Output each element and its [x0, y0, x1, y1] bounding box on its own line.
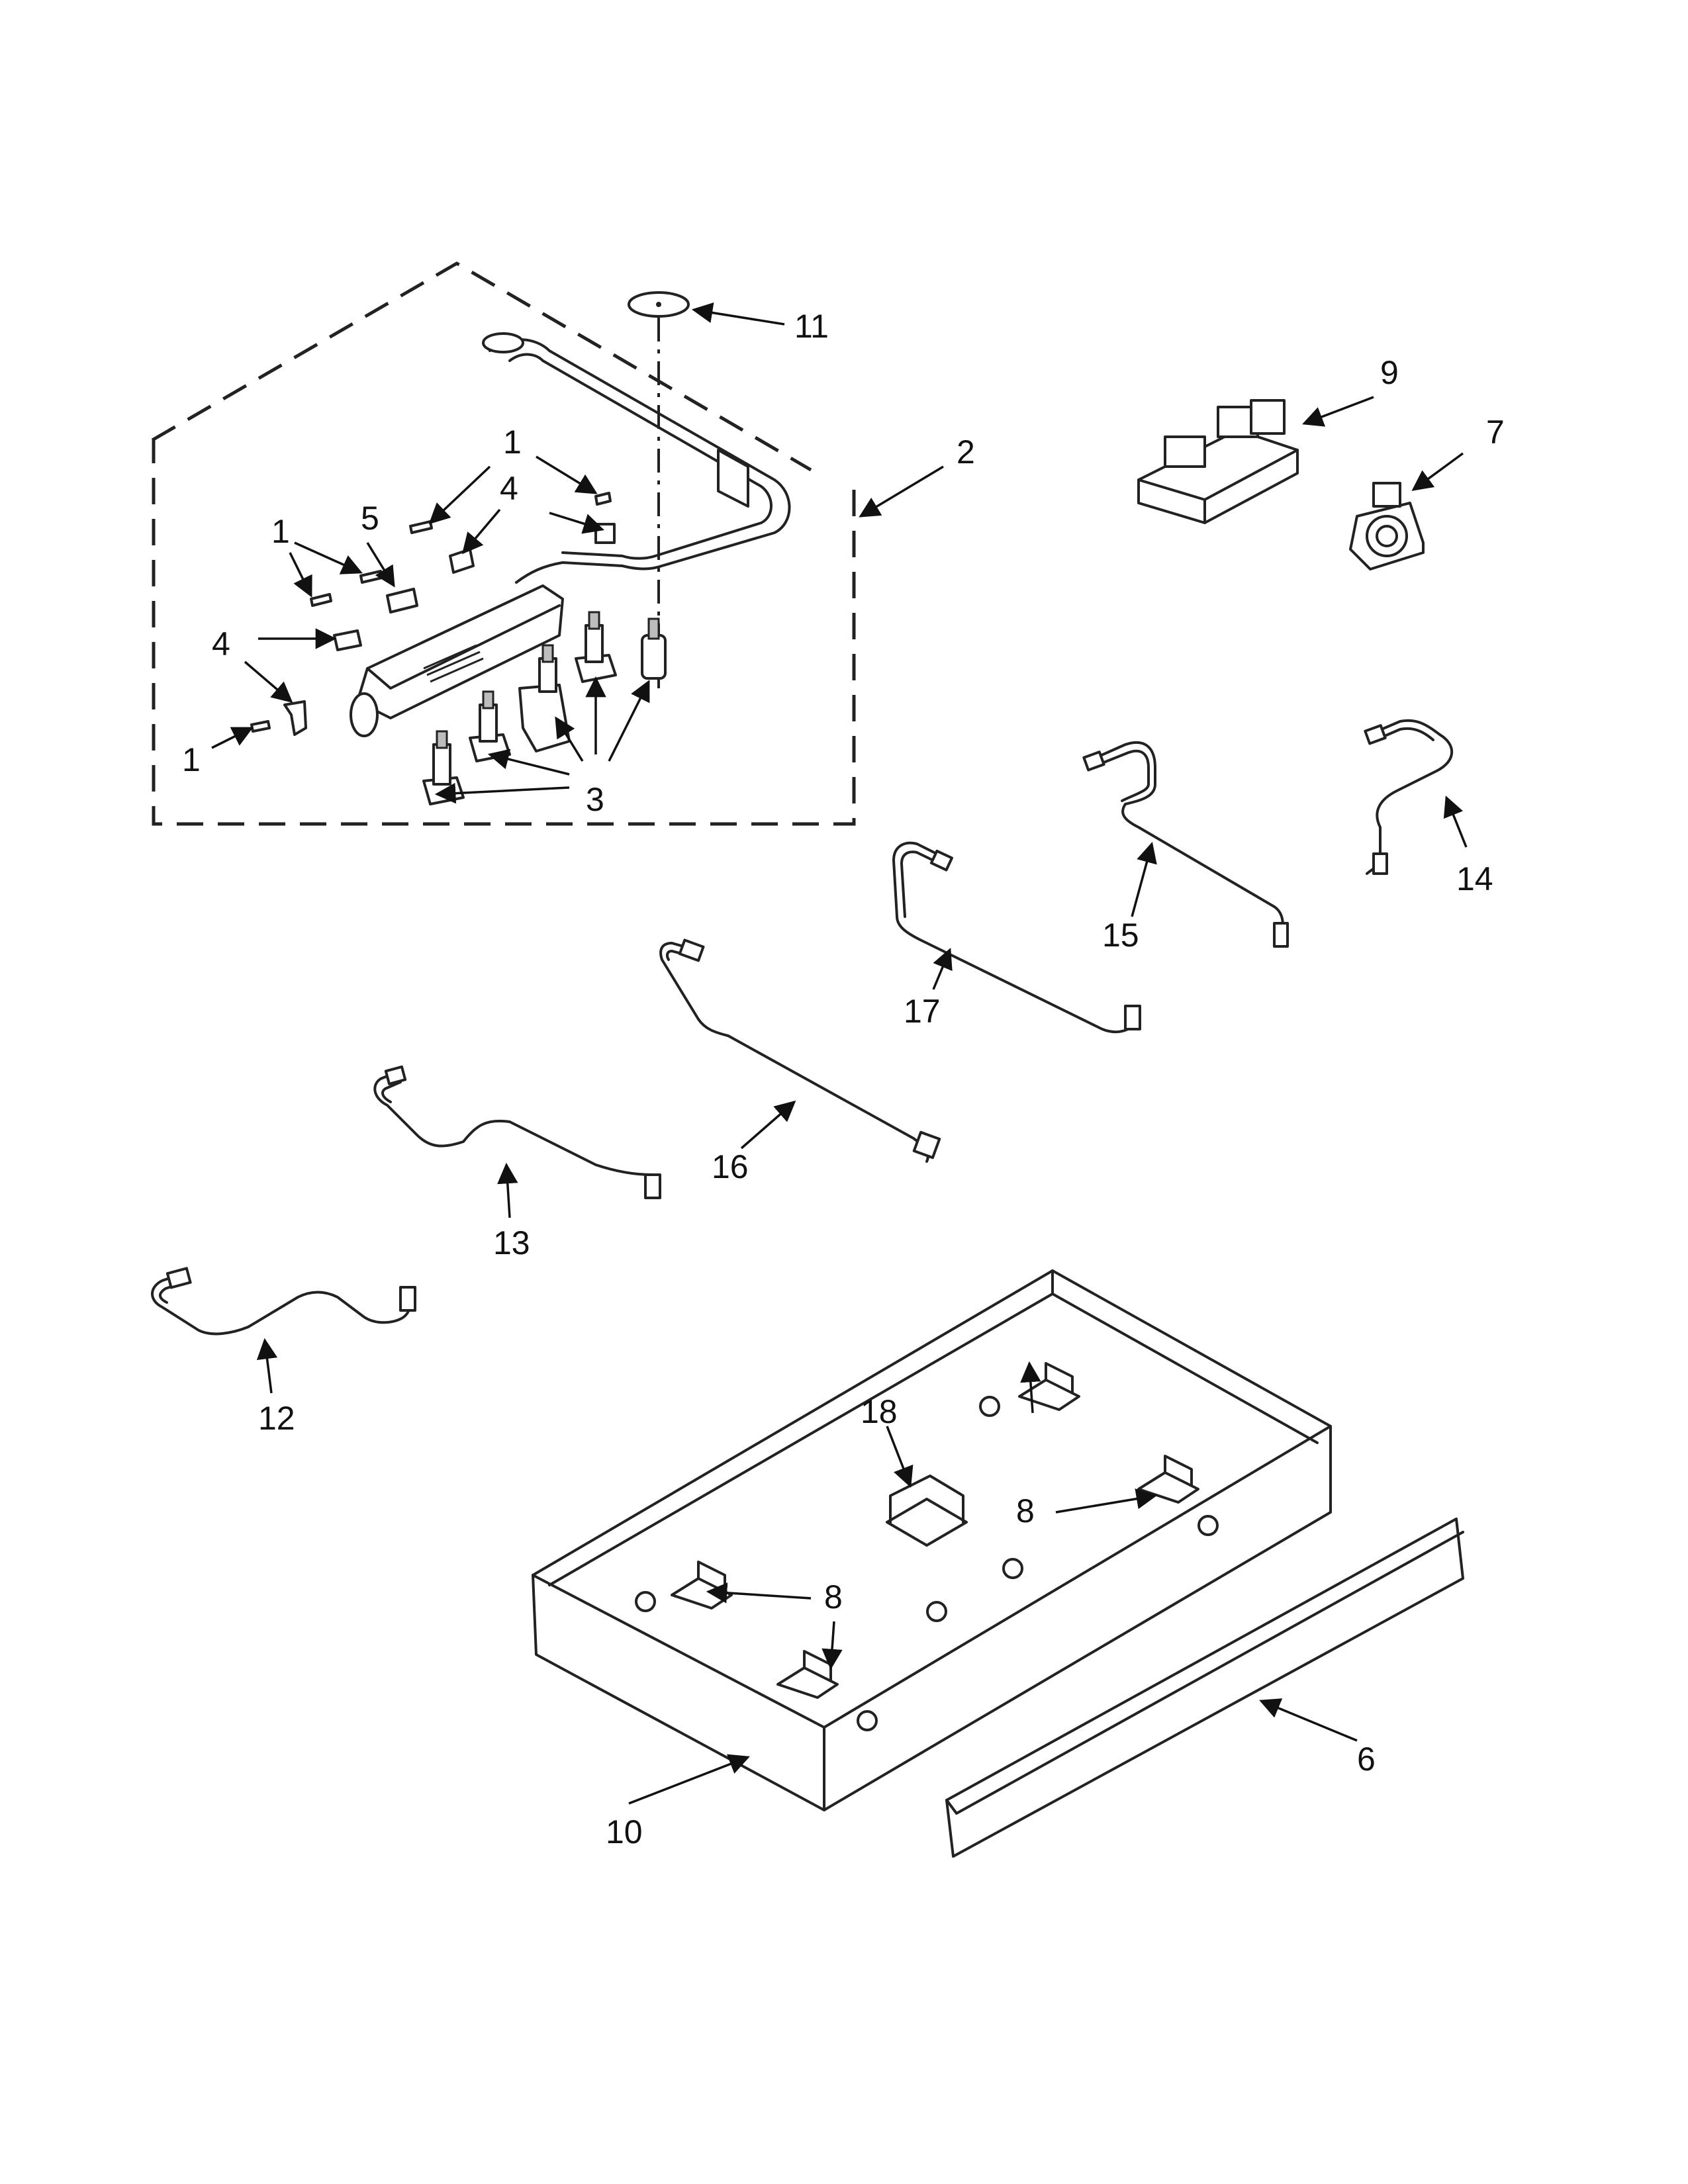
clip-4b [333, 629, 362, 651]
callout-3: 3 [586, 781, 604, 818]
callout-14: 14 [1456, 860, 1493, 897]
callout-8: 8 [824, 1578, 843, 1615]
screw-1c [310, 593, 332, 607]
center-bracket-18 [886, 1475, 968, 1547]
burner-bracket-8b [1137, 1455, 1199, 1504]
gas-tube-14 [1364, 719, 1468, 875]
callout-18: 18 [861, 1393, 898, 1430]
clip-4d [594, 523, 616, 544]
clip-5 [386, 588, 418, 614]
callout-9: 9 [1380, 354, 1399, 391]
callout-4: 4 [212, 625, 230, 662]
gas-tube-16 [659, 938, 941, 1163]
callout-1: 1 [271, 513, 290, 550]
callout-4: 4 [500, 470, 518, 507]
burner-bracket-8a [1018, 1362, 1080, 1411]
burner-valve-5 [641, 617, 667, 680]
front-trim-panel [945, 1518, 1464, 1858]
screw-1e [250, 720, 271, 733]
burner-valve-3-center [518, 644, 571, 752]
callout-5: 5 [361, 500, 379, 537]
gas-tube-17 [892, 841, 1141, 1034]
callout-1: 1 [503, 424, 522, 461]
callout-1: 1 [182, 741, 201, 778]
callout-11: 11 [794, 308, 829, 345]
burner-valve-4 [575, 611, 617, 683]
callout-labels: 11 9 7 2 1 4 5 1 4 1 3 15 14 17 16 13 12… [182, 308, 1505, 1850]
callout-8: 8 [1016, 1492, 1035, 1529]
burner-valve-2 [469, 690, 511, 762]
callout-7: 7 [1486, 414, 1505, 451]
base-pan [532, 1269, 1332, 1811]
manifold-assembly-group [151, 261, 944, 826]
valve-rail-bracket [350, 584, 564, 737]
gas-tube-15 [1082, 741, 1289, 948]
leaders-group [211, 302, 944, 804]
gas-tube-12 [151, 1267, 416, 1394]
callout-16: 16 [712, 1148, 749, 1185]
screw-1a [409, 520, 433, 534]
callout-10: 10 [606, 1813, 643, 1850]
callout-2: 2 [957, 433, 975, 471]
callout-6: 6 [1357, 1741, 1376, 1778]
callout-13: 13 [493, 1224, 530, 1261]
callout-12: 12 [258, 1400, 295, 1437]
gas-tube-13 [373, 1065, 661, 1218]
callout-17: 17 [904, 993, 941, 1030]
screw-1d [594, 492, 612, 506]
callout-15: 15 [1102, 917, 1139, 954]
burner-bracket-8d [776, 1650, 839, 1699]
screw-1b [359, 570, 383, 584]
gas-manifold-pipe [482, 291, 791, 584]
pressure-regulator [1349, 452, 1464, 570]
spark-module [1137, 396, 1374, 524]
clip-4a [449, 548, 475, 574]
clip-4c [283, 700, 307, 736]
